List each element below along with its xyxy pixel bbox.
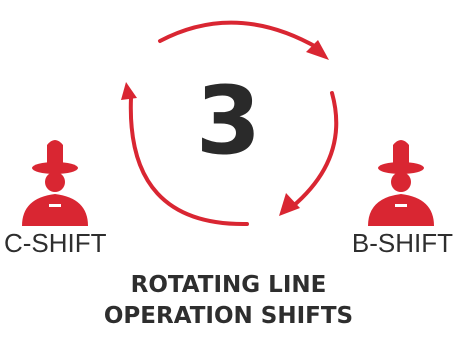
caption-line-2: OPERATION SHIFTS	[103, 303, 354, 329]
arrow-arc-left	[128, 96, 249, 227]
arrowhead-right	[279, 193, 300, 216]
rotation-arrows-icon	[121, 20, 339, 227]
arrow-arc-right	[290, 91, 339, 209]
b-shift-label: B-SHIFT	[351, 228, 453, 258]
arrowhead-top	[306, 40, 329, 60]
arrow-arc-top	[158, 20, 320, 50]
firefighter-icon-right	[368, 140, 434, 226]
arrowhead-left	[121, 82, 137, 100]
shift-count-number: 3	[195, 67, 262, 176]
c-shift-label: C-SHIFT	[4, 228, 107, 258]
caption-line-1: ROTATING LINE	[130, 272, 327, 298]
firefighter-icon-left	[22, 140, 88, 226]
